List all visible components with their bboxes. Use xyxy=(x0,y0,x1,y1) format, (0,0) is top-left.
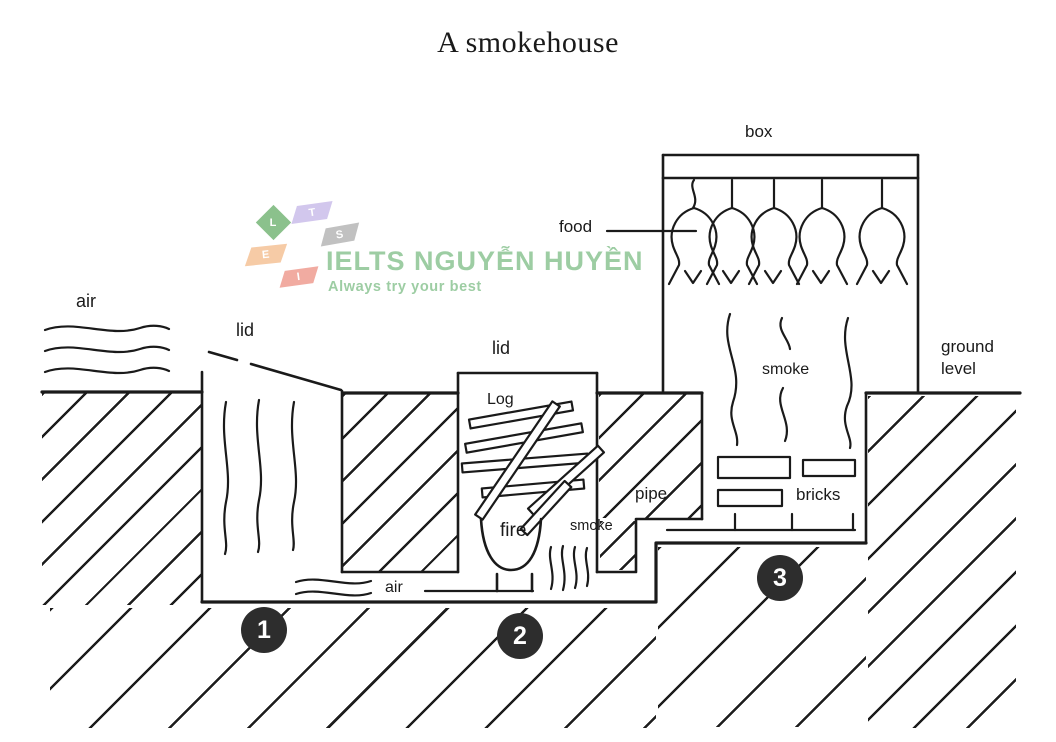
marker-1: 1 xyxy=(241,607,287,653)
smokebox-pit-walls xyxy=(700,391,868,545)
tunnel-air-waves xyxy=(294,578,535,597)
marker-2: 2 xyxy=(497,613,543,659)
fire-pit xyxy=(479,517,543,593)
fish-icon xyxy=(855,206,909,286)
earth-hatch-pipe-block xyxy=(599,394,702,518)
watermark-tagline: Always try your best xyxy=(328,279,482,295)
label-air-surface: air xyxy=(76,291,97,311)
label-pipe: pipe xyxy=(635,484,668,503)
label-fire: fire xyxy=(500,520,527,541)
earth-hatch-bottom xyxy=(50,608,656,728)
bricks-shapes xyxy=(716,455,857,508)
fire-smoke-waves xyxy=(548,544,590,592)
smoke-box-structure xyxy=(661,153,920,394)
earth-hatch-left xyxy=(42,393,202,605)
watermark-brand: IELTS NGUYỄN HUYỀN xyxy=(326,246,644,276)
label-smoke-fire: smoke xyxy=(570,518,613,534)
fish-icon xyxy=(667,206,721,286)
box-smoke-waves xyxy=(726,312,853,450)
label-log: Log xyxy=(487,391,514,408)
pit-air-down-waves xyxy=(222,398,298,556)
log-pile xyxy=(460,400,606,537)
earth-hatch-right xyxy=(868,396,1016,728)
label-bricks: bricks xyxy=(796,485,841,504)
label-box: box xyxy=(745,122,773,141)
diagram-title: A smokehouse xyxy=(437,26,619,59)
fish-icon xyxy=(747,206,801,286)
fire-chamber-structure xyxy=(456,371,704,574)
fish-hangers xyxy=(691,178,884,210)
marker-3: 3 xyxy=(757,555,803,601)
label-lid-fire: lid xyxy=(492,338,511,358)
ground-surface-lines xyxy=(40,390,1022,604)
air-pit-structure xyxy=(200,350,460,604)
fish-icon xyxy=(795,206,849,286)
brick-stand xyxy=(665,512,857,532)
label-air-tunnel: air xyxy=(385,579,403,596)
surface-air-waves xyxy=(43,324,171,375)
label-ground-level: ground level xyxy=(941,337,994,379)
earth-hatch-between-pit-and-fire xyxy=(343,394,457,571)
label-food: food xyxy=(559,217,593,236)
earth-hatch-pipe-step xyxy=(600,521,636,570)
hanging-food xyxy=(667,206,909,286)
label-lid-pit: lid xyxy=(236,320,255,340)
label-smoke-box: smoke xyxy=(762,361,810,378)
